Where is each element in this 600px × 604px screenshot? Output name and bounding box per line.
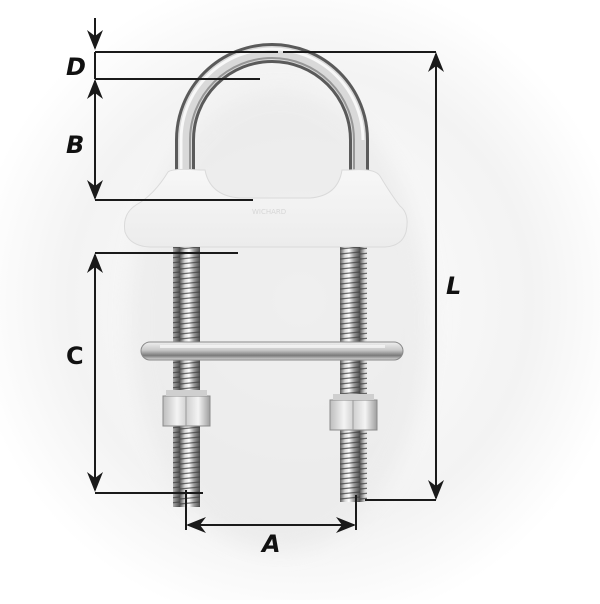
label-a: A [262, 530, 281, 558]
left-threaded-leg [173, 247, 200, 507]
right-nut [329, 394, 378, 431]
label-b: B [66, 131, 85, 159]
base-embossed-text: WICHARD [252, 208, 286, 216]
backing-plate [140, 341, 404, 361]
label-d: D [66, 53, 86, 81]
right-threaded-leg [340, 247, 367, 502]
white-base [124, 168, 408, 248]
left-nut [162, 390, 211, 427]
label-c: C [66, 342, 84, 370]
dimension-lines [87, 18, 444, 533]
label-l: L [446, 272, 462, 300]
